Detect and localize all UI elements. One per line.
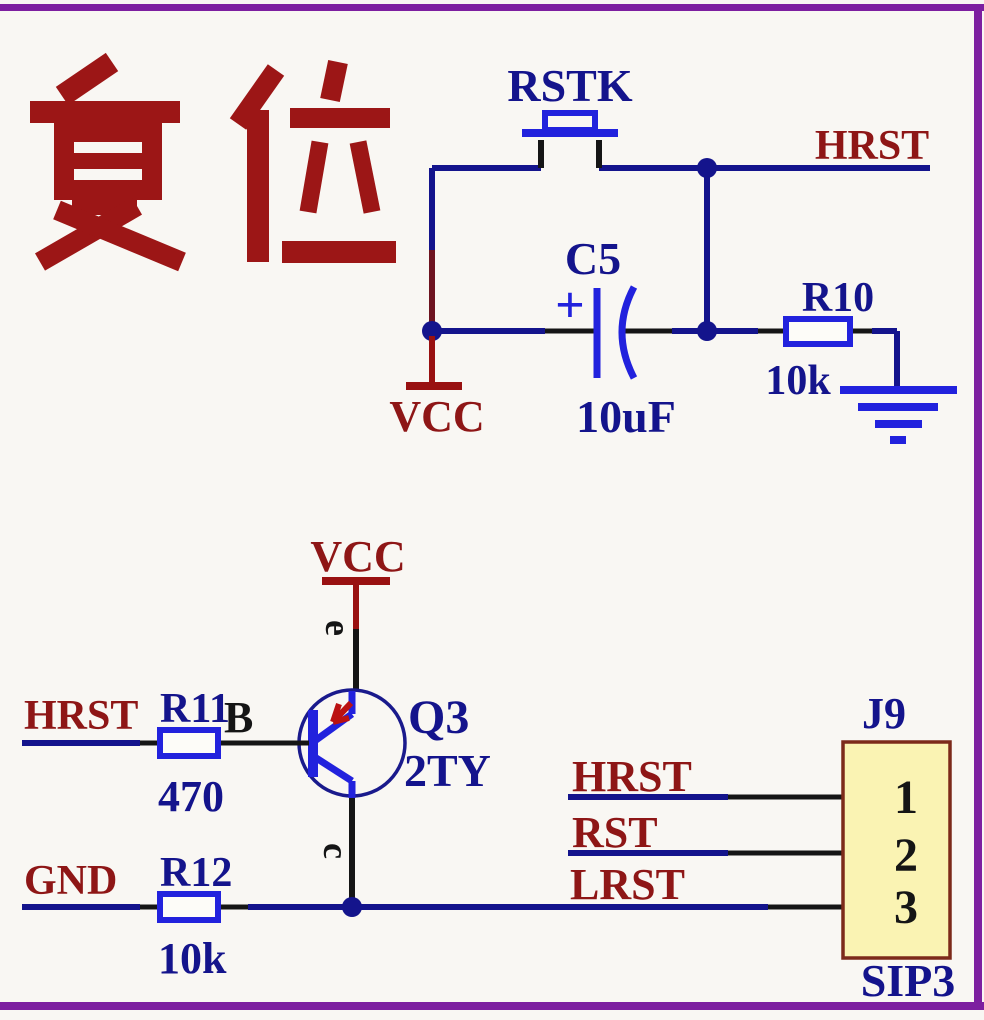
label-rst: RST bbox=[572, 808, 658, 857]
label-r11: R11 bbox=[160, 686, 230, 732]
label-sip3: SIP3 bbox=[861, 955, 956, 1006]
ground-symbol bbox=[840, 386, 957, 444]
resistor-r12-symbol bbox=[157, 891, 221, 923]
label-hrst-mid: HRST bbox=[572, 752, 692, 801]
label-r12: R12 bbox=[160, 850, 232, 896]
connector-j9-box bbox=[841, 740, 952, 960]
top-circuit-wires bbox=[429, 165, 930, 388]
page-border bbox=[0, 4, 984, 1010]
label-pin-c: c bbox=[316, 843, 356, 859]
label-c5: C5 bbox=[565, 233, 621, 284]
label-hrst-in: HRST bbox=[24, 693, 138, 739]
capacitor-c5-symbol bbox=[593, 285, 638, 380]
label-j9-pin2: 2 bbox=[894, 829, 918, 882]
label-vcc-top: VCC bbox=[389, 392, 484, 441]
label-gnd: GND bbox=[24, 858, 117, 904]
resistor-r10-symbol bbox=[783, 316, 853, 347]
title-char-wei bbox=[229, 59, 396, 263]
label-r12-value: 10k bbox=[158, 934, 227, 983]
junction-dot-collector bbox=[342, 897, 362, 917]
label-hrst-top: HRST bbox=[815, 123, 929, 169]
label-j9: J9 bbox=[862, 689, 906, 738]
title-reset-cn bbox=[30, 52, 396, 272]
label-pin-e: e bbox=[318, 620, 358, 636]
resistor-r11-symbol bbox=[157, 727, 221, 759]
pushbutton-rstk-symbol bbox=[522, 110, 618, 168]
vcc-symbol-bottom bbox=[322, 577, 390, 691]
label-j9-pin3: 3 bbox=[894, 881, 918, 934]
label-r10: R10 bbox=[802, 275, 874, 321]
label-q3: Q3 bbox=[408, 691, 469, 744]
label-r10-value: 10k bbox=[765, 358, 831, 404]
label-vcc-bottom: VCC bbox=[310, 532, 405, 581]
label-q3-part: 2TY bbox=[404, 745, 491, 796]
label-lrst: LRST bbox=[570, 860, 685, 909]
vcc-symbol-top bbox=[406, 336, 462, 390]
label-j9-pin1: 1 bbox=[894, 771, 918, 824]
label-pin-b: B bbox=[224, 693, 253, 742]
transistor-q3-symbol bbox=[297, 688, 407, 903]
junction-dots-top bbox=[422, 158, 717, 341]
title-char-fu bbox=[30, 52, 186, 272]
pnp-arrow bbox=[330, 700, 354, 725]
net-wires-to-connector bbox=[568, 794, 843, 856]
label-r11-value: 470 bbox=[158, 772, 224, 821]
capacitor-plus-sign: + bbox=[555, 277, 585, 334]
label-rstk: RSTK bbox=[507, 60, 632, 111]
label-c5-value: 10uF bbox=[576, 391, 676, 442]
